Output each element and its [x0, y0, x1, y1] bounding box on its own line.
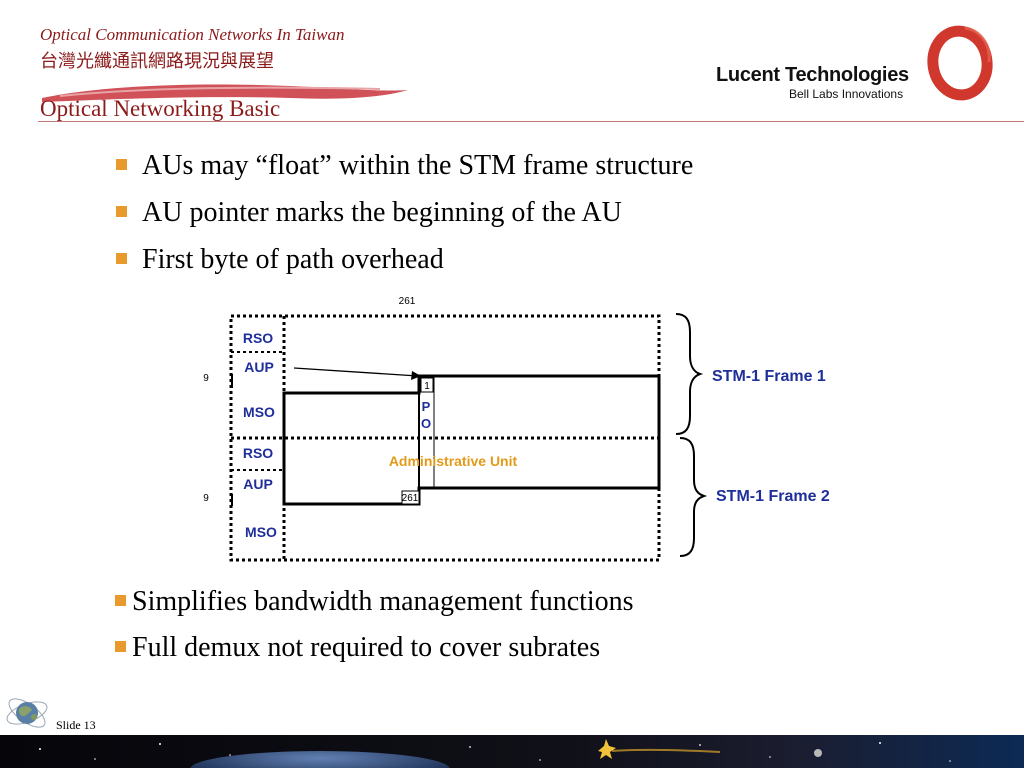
- first-byte-box: [420, 377, 434, 393]
- bullet-text: Full demux not required to cover subrate…: [132, 632, 601, 663]
- row-count-label-2: 9: [203, 493, 209, 504]
- bullet-text: AUs may “float” within the STM frame str…: [142, 150, 694, 181]
- column-count-label: 261: [399, 296, 416, 307]
- frame1-label: STM-1 Frame 1: [712, 368, 826, 385]
- pointer-arrow-line: [293, 367, 419, 377]
- bullet-square-icon: [116, 159, 127, 171]
- first-byte-label: 1: [424, 381, 430, 392]
- bullet-square-icon: [116, 206, 127, 218]
- frame2-brace-icon: [679, 437, 708, 557]
- path-overhead-p: P: [422, 399, 431, 414]
- bullet-text: AU pointer marks the beginning of the AU: [142, 197, 622, 228]
- administrative-unit-label: Administrative Unit: [389, 453, 518, 469]
- bullet-item: AUs may “float” within the STM frame str…: [116, 150, 693, 182]
- slide-number: Slide 13: [56, 718, 96, 732]
- aup-label-2: AUP: [243, 476, 273, 492]
- mso-label-2: MSO: [245, 524, 277, 540]
- aup-label-1: AUP: [244, 359, 274, 375]
- bullet-text: First byte of path overhead: [142, 244, 444, 275]
- last-byte-label: 261: [402, 493, 419, 504]
- administrative-unit-outline: [282, 374, 661, 506]
- stm-frame-diagram: 261 1 261 P O 9 9 RSO AUP MSO RSO AUP MS…: [203, 296, 830, 562]
- space-banner-decoration: [0, 735, 1024, 768]
- bullet-square-icon: [116, 253, 127, 265]
- lucent-ring-logo-icon: [927, 25, 993, 101]
- row-count-label-1: 9: [203, 373, 209, 384]
- company-name: Lucent Technologies: [716, 64, 909, 86]
- bullet-item: Full demux not required to cover subrate…: [115, 632, 600, 664]
- path-overhead-o: O: [421, 416, 431, 431]
- pointer-arrowhead-icon: [411, 371, 421, 380]
- header-divider: [38, 121, 1024, 122]
- bullet-square-icon: [115, 641, 126, 653]
- bullet-item: AU pointer marks the beginning of the AU: [116, 197, 622, 229]
- frames-outer-border: [229, 314, 661, 562]
- company-tagline: Bell Labs Innovations: [789, 87, 904, 101]
- bullet-item: Simplifies bandwidth management function…: [115, 586, 634, 618]
- header-subtitle-zh: 台灣光纖通訊網路現況與展望: [40, 51, 274, 72]
- bullet-square-icon: [115, 595, 126, 607]
- section-title: Optical Networking Basic: [40, 96, 281, 121]
- header-subtitle-en: Optical Communication Networks In Taiwan: [40, 25, 345, 44]
- globe-icon: [6, 698, 48, 728]
- rso-label-2: RSO: [243, 445, 273, 461]
- bullet-text: Simplifies bandwidth management function…: [132, 586, 634, 617]
- mso-label-1: MSO: [243, 404, 275, 420]
- brush-stroke-decoration: [42, 84, 408, 102]
- bullet-item: First byte of path overhead: [116, 244, 444, 276]
- frame1-brace-icon: [675, 313, 704, 435]
- rso-label-1: RSO: [243, 330, 273, 346]
- last-byte-box: [401, 490, 420, 505]
- frame2-label: STM-1 Frame 2: [716, 488, 830, 505]
